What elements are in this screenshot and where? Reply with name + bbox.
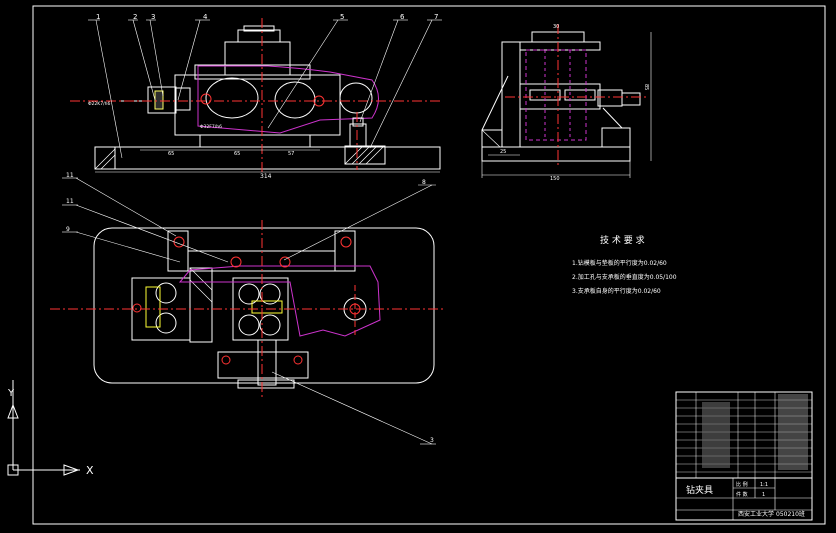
title-block-qty-label: 件 数 [736, 491, 748, 498]
dim-65-b: 65 [234, 151, 240, 157]
dim-overall: 314 [260, 173, 272, 180]
title-block-scale-label: 比 例 [736, 481, 748, 488]
tech-requirement-item: 3.支承板自身的平行度为0.02/60 [572, 287, 661, 295]
ucs-x-label: X [86, 464, 94, 477]
hatch-right-block [344, 145, 386, 165]
technical-requirements: 技 术 要 求 1.钻模板与垫板的平行度为0.02/60 2.加工孔与支承板的垂… [572, 234, 677, 295]
dim-57: 57 [288, 151, 294, 157]
part-number: 5 [340, 13, 344, 21]
title-block-school: 西安工业大学 [738, 510, 774, 518]
front-dimensions: 314 65 65 57 Φ22K7/h6 Φ32F7/h6 [88, 101, 294, 180]
dim-side-base: 25 [500, 149, 506, 155]
title-block: 钻夹具 比 例 1:1 件 数 1 西安工业大学 050210班 [675, 391, 813, 521]
title-block-scale: 1:1 [760, 482, 768, 488]
part-number: 4 [203, 13, 208, 21]
side-view [481, 24, 652, 178]
part-number: 1 [96, 13, 100, 21]
dim-side-height: 85 [643, 84, 649, 90]
ucs-y-label: Y [7, 388, 15, 399]
side-dimensions: 30 85 25 150 [500, 24, 649, 182]
part-number: 7 [434, 13, 438, 21]
dim-side-overall: 150 [550, 176, 560, 182]
drawing-frame [32, 5, 826, 525]
title-block-qty: 1 [762, 492, 765, 498]
plan-view [50, 177, 445, 445]
dim-fit: Φ22K7/h6 [88, 101, 110, 107]
tech-requirement-item: 2.加工孔与支承板的垂直度为0.05/100 [572, 273, 677, 281]
dim-side-top: 30 [553, 24, 559, 30]
title-block-name: 钻夹具 [686, 484, 713, 496]
tech-requirement-item: 1.钻模板与垫板的平行度为0.02/60 [572, 259, 667, 267]
part-number: 6 [400, 13, 405, 21]
front-view [70, 18, 442, 173]
hatch-left-foot [94, 146, 116, 170]
dim-bore: Φ32F7/h6 [200, 124, 222, 130]
dim-65-a: 65 [168, 151, 174, 157]
tech-requirements-title: 技 术 要 求 [600, 234, 645, 246]
part-number: 8 [422, 179, 426, 186]
part-number: 11 [66, 172, 74, 179]
part-numbers-plan: 11 11 9 8 3 [66, 172, 434, 444]
part-numbers-top: 1 2 3 4 5 6 7 [96, 13, 438, 21]
part-number: 9 [66, 226, 70, 233]
part-number: 3 [151, 13, 155, 21]
parts-list-rows [676, 394, 812, 473]
title-block-drawing-no: 050210班 [776, 510, 805, 518]
part-number: 11 [66, 198, 74, 205]
ucs-icon: Y X [7, 380, 94, 477]
part-number: 3 [430, 437, 434, 444]
part-number: 2 [133, 13, 137, 21]
